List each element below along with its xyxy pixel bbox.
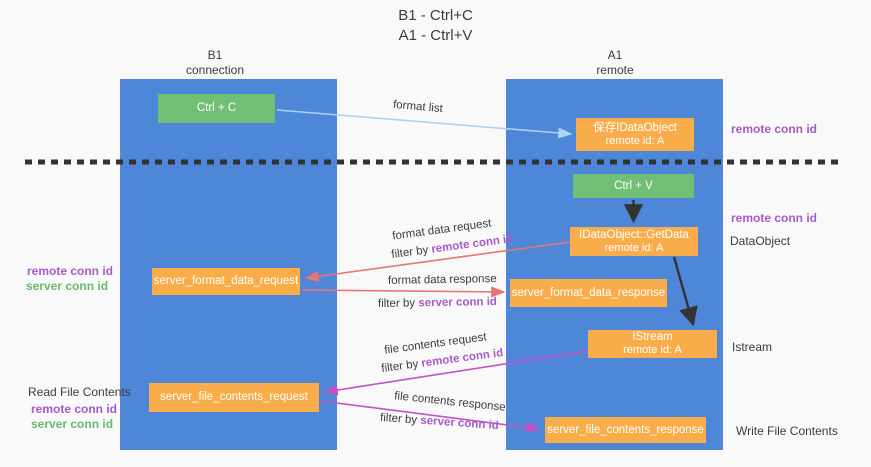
node-istream: IStream remote id: A [588,330,717,358]
label-left-remote-conn-id-bottom: remote conn id [31,402,118,416]
node-server-file-contents-response: server_file_contents_response [545,417,706,443]
diagram-title-line1: B1 - Ctrl+C [398,7,473,24]
lifeline-b1-name: B1 [207,48,223,62]
diagram-title-line2: A1 - Ctrl+V [398,27,473,44]
filter-by-text: filter by [377,297,419,311]
node-istream-line1: IStream [632,331,673,343]
filter-by-text: filter by [390,243,433,261]
node-ctrl-c: Ctrl + C [158,94,275,123]
lifeline-header-b1: B1 connection [155,48,275,78]
node-server-file-contents-response-label: server_file_contents_response [547,423,704,436]
lifeline-b1-role: connection [185,63,245,77]
node-save-idataobject-line2: remote id: A [605,134,665,147]
label-left-server-conn-id-bottom: server conn id [31,417,114,431]
server-conn-id-text: server conn id [418,295,497,310]
node-ctrl-c-label: Ctrl + C [196,102,237,114]
node-server-file-contents-request-label: server_file_contents_request [160,391,308,403]
label-left-server-conn-id-top: server conn id [26,279,109,293]
label-dataobject: DataObject [730,234,791,248]
label-file-contents-response: file contents response [393,390,507,414]
label-format-list: format list [392,98,444,116]
label-write-file-contents: Write File Contents [736,424,838,438]
node-server-format-data-request: server_format_data_request [152,268,300,295]
label-filter-file-response: filter by server conn id [380,412,499,432]
node-save-idataobject: 保存IDataObject remote id: A [576,118,694,151]
lifeline-a1-name: A1 [607,48,623,62]
node-istream-line2: remote id: A [623,344,682,356]
label-istream: Istream [732,340,773,354]
lifeline-header-a1: A1 remote [555,48,675,78]
node-server-format-data-request-label: server_format_data_request [153,275,299,287]
label-read-file-contents: Read File Contents [28,385,131,399]
label-right-remote-conn-id-mid: remote conn id [731,211,818,225]
label-right-remote-conn-id-top: remote conn id [731,122,818,136]
filter-by-text: filter by [380,357,423,375]
label-format-data-response: format data response [387,273,497,287]
node-getdata-line1: IDataObject::GetData [579,228,689,241]
remote-conn-id-text: remote conn id [430,233,514,256]
label-filter-format-response: filter by server conn id [378,296,497,310]
server-conn-id-text: server conn id [419,414,500,433]
node-server-format-data-response-label: server_format_data_response [511,286,666,299]
filter-by-text: filter by [379,411,421,427]
remote-conn-id-text: remote conn id [420,347,504,370]
node-getdata-line2: remote id: A [604,241,664,254]
node-ctrl-v: Ctrl + V [573,174,694,198]
node-save-idataobject-line1: 保存IDataObject [593,121,677,134]
diagram-title: B1 - Ctrl+C A1 - Ctrl+V [0,6,871,46]
node-ctrl-v-label: Ctrl + V [614,179,653,192]
node-server-file-contents-request: server_file_contents_request [149,383,319,412]
node-server-format-data-response: server_format_data_response [510,279,667,307]
label-left-remote-conn-id-top: remote conn id [27,264,114,278]
node-idataobject-getdata: IDataObject::GetData remote id: A [570,227,698,256]
lifeline-a1-role: remote [596,63,634,77]
